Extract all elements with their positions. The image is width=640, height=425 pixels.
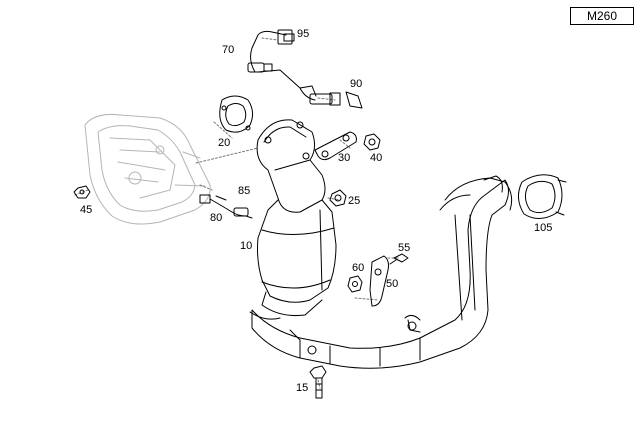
callout-55[interactable]: 55 xyxy=(398,242,411,254)
exhaust-front-pipe xyxy=(251,175,513,369)
callout-90[interactable]: 90 xyxy=(350,78,363,90)
bracket-support xyxy=(314,131,357,161)
callout-95[interactable]: 95 xyxy=(297,28,310,40)
callout-80[interactable]: 80 xyxy=(210,212,223,224)
model-code-badge: M260 xyxy=(570,7,634,25)
gasket-turbo-flange xyxy=(219,95,254,133)
callout-25[interactable]: 25 xyxy=(348,195,361,207)
callout-40[interactable]: 40 xyxy=(370,152,383,164)
callout-70[interactable]: 70 xyxy=(222,44,235,56)
bracket-50 xyxy=(369,255,389,307)
gasket-front-pipe-flange xyxy=(518,174,567,219)
nut-40 xyxy=(363,133,381,151)
nut-60 xyxy=(347,275,363,293)
callout-20[interactable]: 20 xyxy=(218,137,231,149)
callout-45[interactable]: 45 xyxy=(80,204,93,216)
bolt-45 xyxy=(73,185,91,199)
callout-15[interactable]: 15 xyxy=(296,382,309,394)
callout-60[interactable]: 60 xyxy=(352,262,365,274)
oxygen-sensor-downstream xyxy=(199,194,253,219)
callout-105[interactable]: 105 xyxy=(534,222,553,234)
heat-shield xyxy=(84,114,211,225)
catalytic-converter xyxy=(249,119,337,320)
leader-lines xyxy=(74,37,401,389)
callout-85[interactable]: 85 xyxy=(238,185,251,197)
callout-10[interactable]: 10 xyxy=(240,240,253,252)
nut-25 xyxy=(329,189,347,207)
callout-50[interactable]: 50 xyxy=(386,278,399,290)
callout-30[interactable]: 30 xyxy=(338,152,351,164)
bolt-15 xyxy=(309,365,327,399)
bolt-55 xyxy=(389,253,409,265)
oxygen-sensor-upstream xyxy=(247,29,363,109)
